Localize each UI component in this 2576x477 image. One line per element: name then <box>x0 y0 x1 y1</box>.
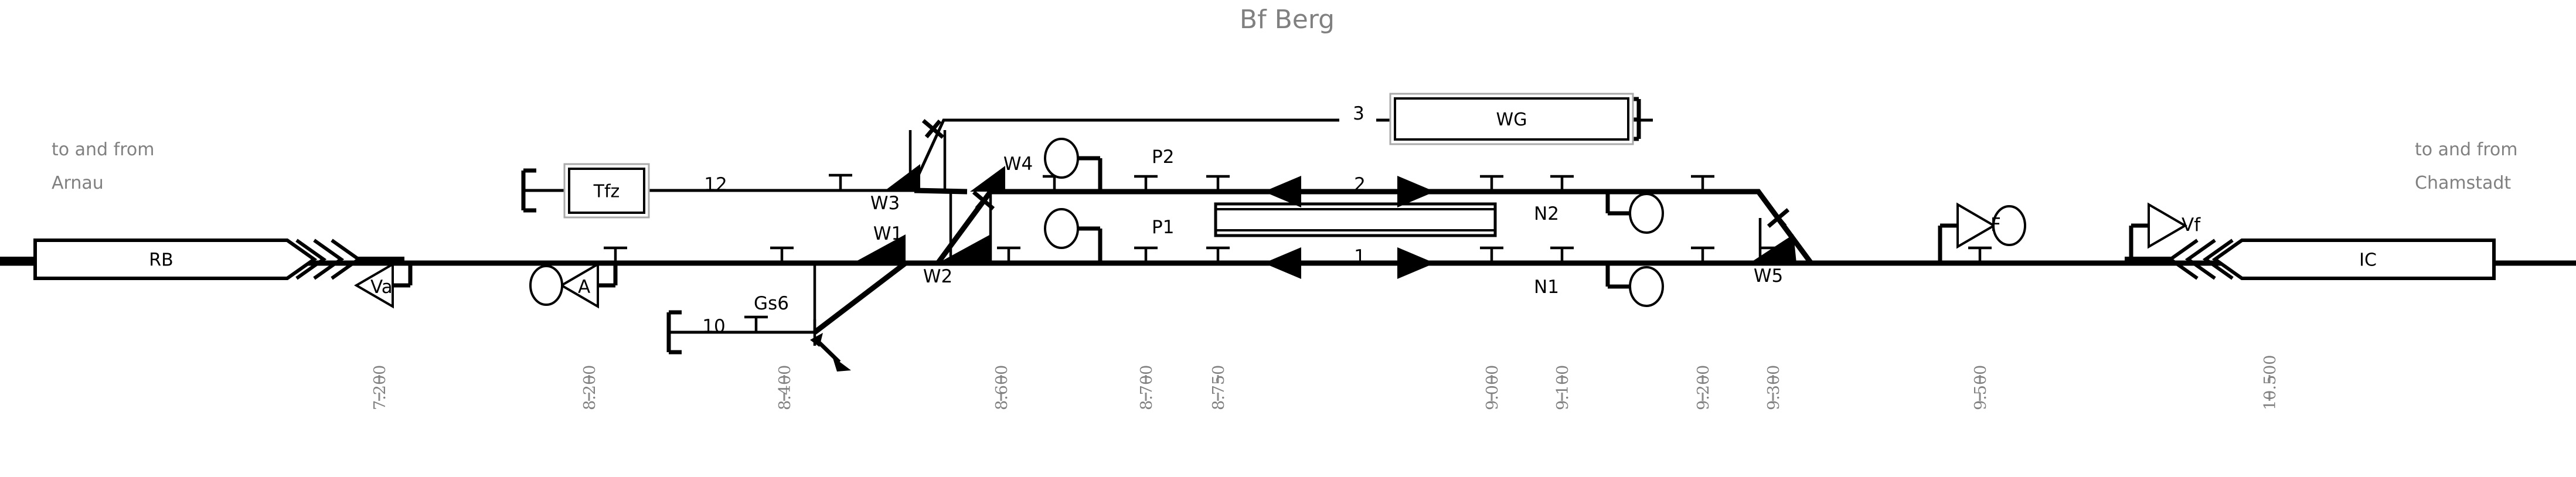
track-10-connector <box>813 261 907 335</box>
derailer-Gs6[interactable] <box>810 319 851 372</box>
facility-box-label-Tfz: Tfz <box>593 182 620 202</box>
track-number-t10: 10 <box>702 316 725 337</box>
switch-label-W1: W1 <box>873 223 903 244</box>
arrow-right-icon <box>1397 247 1435 279</box>
train-body <box>2211 238 2496 280</box>
box-inner-frame <box>568 168 645 214</box>
right-endpoint-line-1: Chamstadt <box>2415 173 2511 193</box>
direction-arrow-track2 <box>1397 176 1435 207</box>
buffer-stop-t10-buffer <box>666 310 704 355</box>
track-number-t3: 3 <box>1353 103 1364 124</box>
facility-box-label-WG: WG <box>1496 110 1527 130</box>
train-body <box>33 238 318 280</box>
arrow-left-icon <box>1264 247 1301 279</box>
km-label: 8.200 <box>581 365 599 410</box>
signal-N2[interactable] <box>1605 192 1664 234</box>
joint-w4-bar <box>975 190 992 210</box>
platform <box>1214 202 1497 237</box>
track-3-rail <box>910 118 1339 192</box>
signal-A[interactable] <box>529 262 618 309</box>
facility-box-WG[interactable] <box>1389 93 1634 145</box>
km-label: 8.700 <box>1138 365 1156 410</box>
train-chevron-icon <box>295 238 327 280</box>
shunt-circle-icon <box>1044 208 1079 249</box>
km-label: 9.200 <box>1694 365 1713 410</box>
shunt-circle-icon <box>1629 193 1664 234</box>
joint-w5-bar <box>1769 208 1787 228</box>
main-circle-icon <box>1992 205 2026 246</box>
arrow-left-icon <box>1264 176 1301 207</box>
train-chevron-icon <box>313 238 345 280</box>
derailer-arrow-icon <box>832 356 851 372</box>
train-label-IC: IC <box>2359 250 2377 271</box>
train-chevron-icon <box>2167 238 2199 280</box>
main-circle-icon <box>529 265 563 306</box>
shunt-circle-icon <box>1044 138 1079 179</box>
track-2-rail <box>935 189 1813 265</box>
track-number-t12: 12 <box>704 174 727 195</box>
switch-label-Gs6: Gs6 <box>754 293 789 314</box>
derailer-arrow-shaft <box>818 341 841 364</box>
train-box-IC[interactable] <box>2125 238 2496 280</box>
w1-frog <box>853 234 906 263</box>
train-label-RB: RB <box>149 250 173 271</box>
train-chevron-icon <box>331 238 362 280</box>
signal-P2[interactable] <box>1044 138 1102 192</box>
track-number-t2: 2 <box>1354 174 1366 195</box>
direction-arrow-track1 <box>1264 247 1301 279</box>
signal-Va[interactable] <box>354 262 413 309</box>
signal-label-Vf: Vf <box>2182 214 2201 236</box>
right-endpoint-line-0: to and from <box>2415 139 2517 160</box>
signal-F[interactable] <box>1938 202 2026 263</box>
signal-label-P2: P2 <box>1152 146 1174 168</box>
joint-w3-bar <box>924 119 942 139</box>
signal-label-F: F <box>1990 214 2001 236</box>
train-chevron-icon <box>2202 238 2234 280</box>
switch-label-W3: W3 <box>870 193 900 214</box>
km-label: 7.200 <box>371 365 389 410</box>
km-label: 9.500 <box>1972 365 1990 410</box>
direction-arrow-track1 <box>1397 247 1435 279</box>
train-chevron-icon <box>2184 238 2216 280</box>
buffer-stop-tfz-buffer <box>521 168 559 213</box>
km-label: 9.300 <box>1765 365 1783 410</box>
km-label: 10.500 <box>2261 355 2279 410</box>
signal-label-P1: P1 <box>1152 217 1174 238</box>
signal-label-N1: N1 <box>1534 277 1559 298</box>
track-number-t1: 1 <box>1354 246 1366 267</box>
signal-P1[interactable] <box>1044 208 1102 263</box>
signal-label-N2: N2 <box>1534 203 1559 224</box>
box-inner-frame <box>1394 97 1629 141</box>
signal-N1[interactable] <box>1605 263 1664 307</box>
shunt-circle-icon <box>1629 266 1664 307</box>
left-endpoint-line-0: to and from <box>52 139 154 160</box>
signal-label-A: A <box>578 277 590 298</box>
km-label: 8.600 <box>993 365 1011 410</box>
km-label: 9.000 <box>1483 365 1502 410</box>
km-label: 8.750 <box>1210 365 1228 410</box>
w4-frog <box>970 166 1005 192</box>
direction-arrow-track2 <box>1264 176 1301 207</box>
km-label: 8.400 <box>776 365 794 410</box>
train-box-RB[interactable] <box>0 238 404 280</box>
page-title-text: Bf Berg <box>1240 5 1335 35</box>
switch-label-W2: W2 <box>923 266 952 287</box>
arrow-right-icon <box>1397 176 1435 207</box>
symbol-layer <box>0 93 2496 372</box>
switch-label-W4: W4 <box>1003 154 1033 175</box>
track-12-connector <box>914 188 968 195</box>
km-marker-layer: 7.200 8.200 8.400 8.600 8.700 8.750 9.000 9.100… <box>371 355 2279 410</box>
left-endpoint-line-1: Arnau <box>52 173 104 193</box>
switch-label-W5: W5 <box>1754 265 1783 287</box>
signal-label-Va: Va <box>370 277 393 298</box>
distant-triangle-icon <box>2148 202 2187 249</box>
km-label: 9.100 <box>1554 365 1572 410</box>
facility-box-Tfz[interactable] <box>563 163 650 219</box>
w3-frog <box>885 164 920 190</box>
distant-triangle-icon <box>1956 202 1996 249</box>
